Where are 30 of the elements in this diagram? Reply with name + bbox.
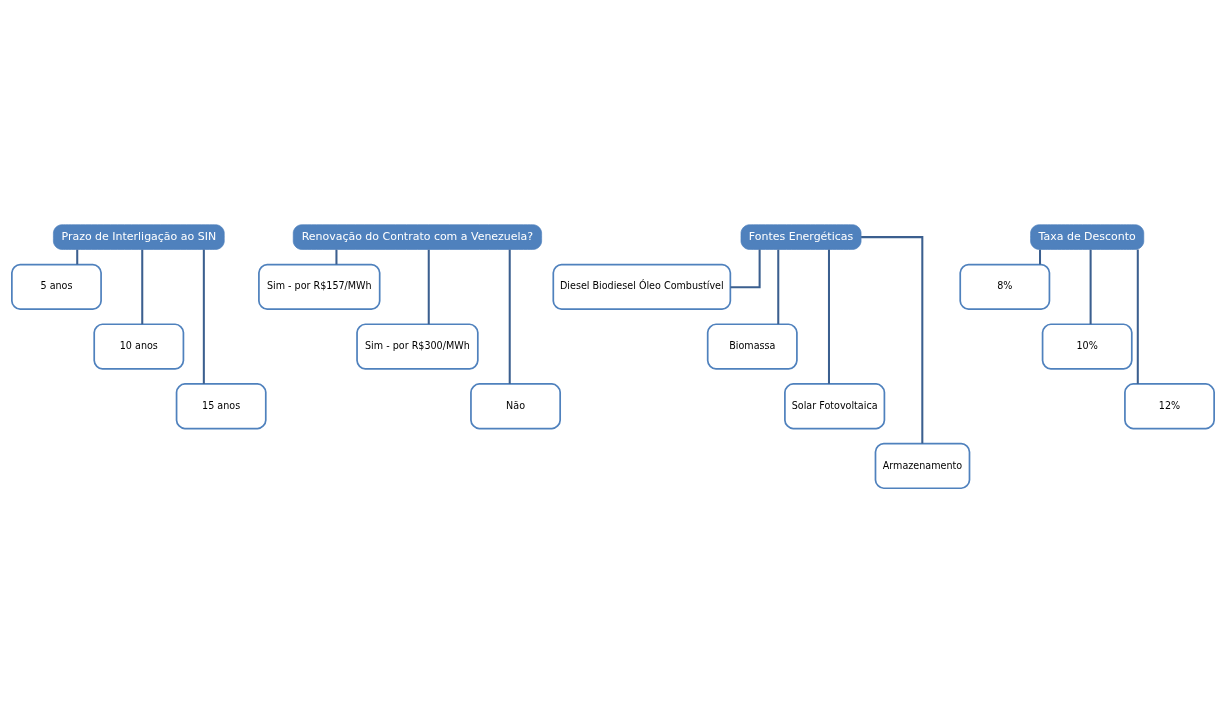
node-box: Taxa de Desconto — [1030, 223, 1145, 250]
connector — [730, 249, 761, 288]
node-box: Armazenamento — [874, 442, 971, 489]
node-box: Prazo de Interligação ao SIN — [53, 223, 225, 250]
node-box: 5 anos — [11, 263, 102, 310]
connector — [827, 249, 830, 384]
node-box: 12% — [1124, 382, 1215, 429]
connector — [861, 235, 924, 444]
node-box: Sim - por R$157/MWh — [258, 263, 381, 310]
connector — [202, 249, 205, 384]
connector — [427, 249, 430, 324]
node-box: 15 anos — [175, 382, 267, 429]
connector — [76, 249, 79, 264]
connector — [335, 249, 338, 264]
node-box: Diesel Biodiesel Óleo Combustível — [552, 263, 732, 310]
connector — [1038, 249, 1042, 264]
connector — [1089, 249, 1092, 324]
node-box: Sim - por R$300/MWh — [356, 322, 479, 370]
node-box: Não — [470, 382, 561, 429]
node-box: 10% — [1041, 322, 1133, 370]
node-box: 8% — [959, 263, 1051, 310]
node-box: Renovação do Contrato com a Venezuela? — [292, 223, 542, 250]
node-box: Biomassa — [706, 322, 798, 370]
node-box: 10 anos — [93, 322, 185, 370]
connector — [508, 249, 511, 384]
node-box: Solar Fotovoltaica — [784, 382, 886, 429]
connector — [1136, 249, 1139, 384]
node-box: Fontes Energéticas — [740, 223, 862, 250]
connector — [777, 249, 780, 324]
connector — [141, 249, 144, 324]
